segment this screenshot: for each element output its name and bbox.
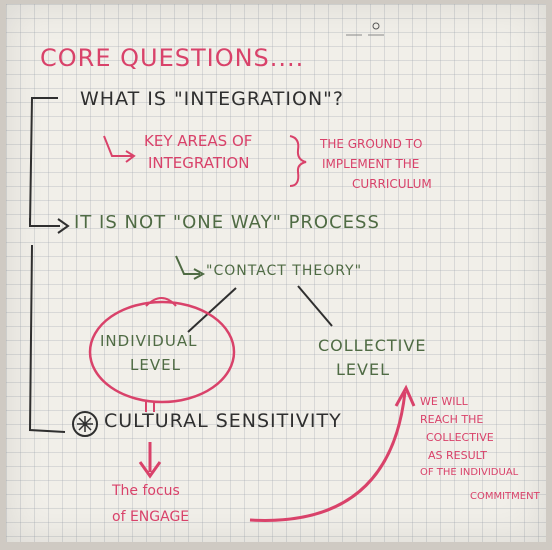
- line-to-individual: [187, 287, 237, 333]
- focus-line-1: The focus: [112, 483, 180, 499]
- not-one-way-arrow: [29, 218, 60, 227]
- left-bracket-top: [29, 97, 58, 226]
- collective-line-2: LEVEL: [336, 360, 390, 379]
- left-bracket-bottom: [28, 244, 66, 433]
- contact-arrow: [175, 255, 200, 275]
- key-areas-line-2: INTEGRATION: [148, 154, 250, 172]
- ground-line-3: CURRICULUM: [352, 177, 432, 191]
- reach-line-1: WE WILL: [420, 395, 468, 408]
- red-brace: [289, 135, 307, 187]
- reach-line-6: COMMITMENT: [470, 491, 540, 502]
- reach-arrow: [249, 391, 407, 522]
- line-to-collective: [297, 285, 333, 327]
- individual-line-1: INDIVIDUAL: [100, 332, 198, 350]
- individual-line-2: LEVEL: [130, 356, 181, 374]
- reach-line-2: REACH THE: [420, 413, 484, 426]
- individual-circle: [88, 300, 236, 404]
- key-areas-arrow: [103, 135, 132, 157]
- cultural-sensitivity-text: CULTURAL SENSITIVITY: [104, 410, 342, 432]
- reach-line-4: AS RESULT: [428, 449, 487, 462]
- question-integration: WHAT IS "INTEGRATION"?: [80, 88, 344, 110]
- paper-logo: [342, 20, 388, 40]
- reach-line-3: COLLECTIVE: [426, 431, 494, 444]
- contact-theory-text: "CONTACT THEORY": [206, 263, 363, 279]
- focus-line-2: of ENGAGE: [112, 509, 190, 525]
- reach-line-5: OF THE INDIVIDUAL: [420, 467, 519, 478]
- ground-line-2: IMPLEMENT THE: [322, 157, 420, 171]
- collective-line-1: COLLECTIVE: [318, 336, 427, 355]
- star-circle-icon: [72, 411, 98, 437]
- core-questions-title: CORE QUESTIONS....: [40, 44, 305, 72]
- flipchart-paper: [6, 4, 546, 542]
- ground-line-1: THE GROUND TO: [320, 137, 423, 151]
- not-one-way-text: IT IS NOT "ONE WAY" PROCESS: [74, 212, 380, 233]
- key-areas-line-1: KEY AREAS OF: [144, 132, 253, 150]
